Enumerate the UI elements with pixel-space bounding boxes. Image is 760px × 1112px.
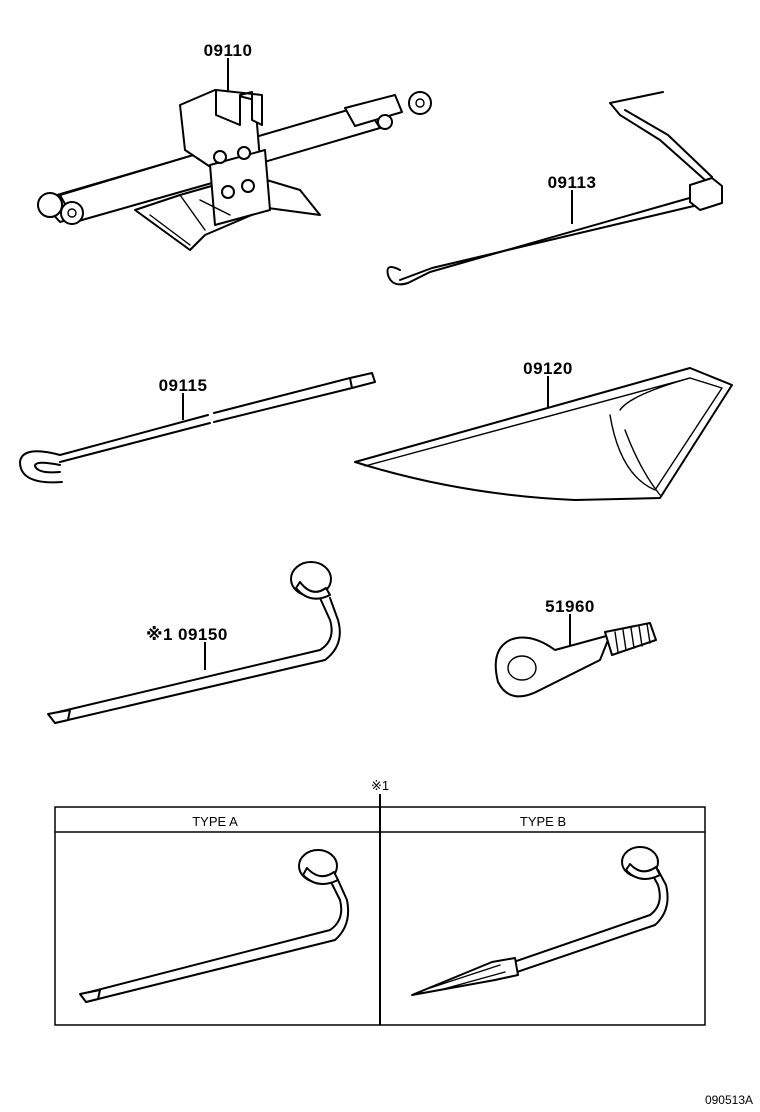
jack-handle-illustration [386, 91, 723, 286]
type-b-wrench-illustration [411, 846, 669, 996]
part-number-09150: 09150 [178, 625, 228, 644]
variant-table: ※1 TYPE A TYPE B [54, 778, 706, 1026]
part-number-51960: 51960 [545, 597, 595, 616]
towing-eye-illustration [494, 614, 657, 698]
figure-id: 090513A [705, 1093, 753, 1107]
jack-handle-extension-illustration [19, 372, 376, 484]
type-a-wrench-illustration [79, 849, 350, 1003]
variant-type-b-label: TYPE B [520, 814, 566, 829]
wheel-nut-wrench-illustration [47, 561, 341, 724]
variant-table-note-mark: ※1 [371, 778, 389, 793]
part-number-09113: 09113 [548, 173, 597, 192]
jack-illustration [37, 58, 432, 251]
part-number-09110: 09110 [204, 41, 253, 60]
variant-type-a-label: TYPE A [192, 814, 238, 829]
part-number-09120: 09120 [523, 359, 573, 378]
tool-bag-illustration [354, 367, 733, 501]
note-mark-09150: ※1 [146, 625, 173, 644]
part-number-09115: 09115 [159, 376, 208, 395]
